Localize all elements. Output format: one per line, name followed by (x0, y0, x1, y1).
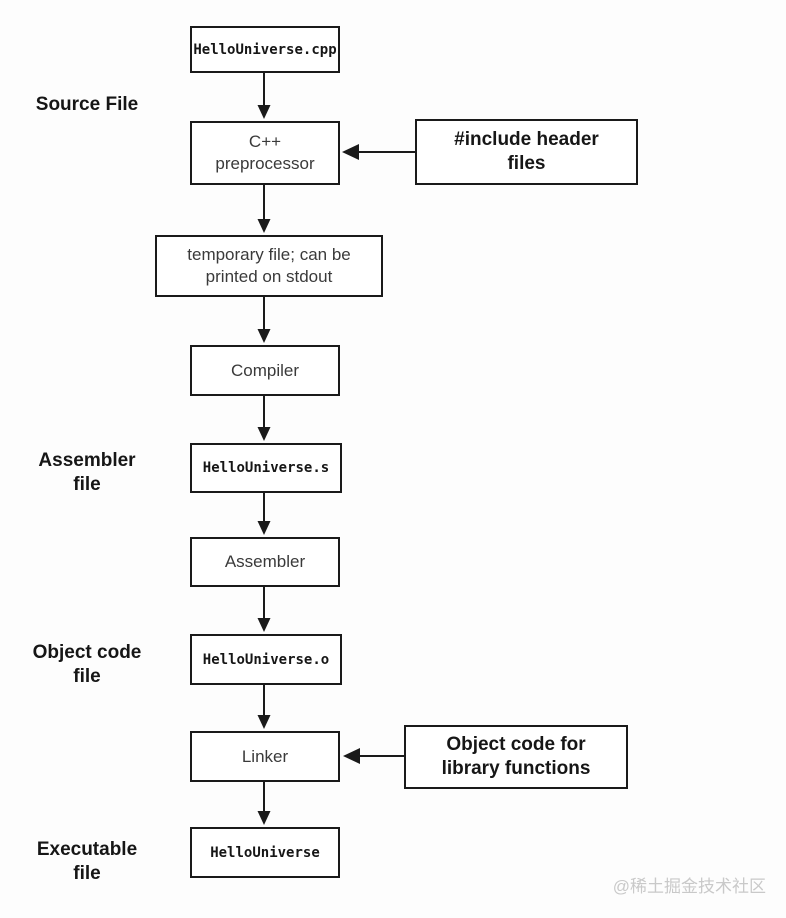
stage-label-executable-file: Executable file (7, 838, 167, 886)
node-preprocessor: C++ preprocessor (190, 121, 340, 185)
node-label-line1: temporary file; can be (187, 245, 351, 264)
node-source-code-file: HelloUniverse.cpp (190, 26, 340, 73)
stage-label-source-file: Source File (7, 93, 167, 117)
note-object-library: Object code for library functions (404, 725, 628, 789)
note-label-line2: files (507, 153, 546, 174)
note-include-headers: #include header files (415, 119, 638, 185)
node-temporary-file: temporary file; can be printed on stdout (155, 235, 383, 297)
stage-label-assembler-file: Assembler file (7, 449, 167, 497)
note-label-line1: Object code for (446, 734, 586, 755)
node-object-file: HelloUniverse.o (190, 634, 342, 685)
stage-label-line1: Source File (35, 94, 139, 115)
node-label-line1: C++ (248, 132, 282, 151)
watermark-text: @稀土掘金技术社区 (612, 877, 766, 896)
stage-label-line2: file (73, 666, 101, 687)
arrow-objfile-to-linker (257, 685, 271, 729)
node-label-line2: printed on stdout (205, 267, 333, 286)
arrow-asmfile-to-assembler (257, 493, 271, 535)
stage-label-line1: Assembler (38, 450, 136, 471)
note-label-line1: #include header (454, 129, 599, 150)
node-label: HelloUniverse.s (202, 460, 330, 476)
node-compiler: Compiler (190, 345, 340, 396)
node-label: Linker (241, 746, 289, 766)
node-assembler-output-file: HelloUniverse.s (190, 443, 342, 493)
node-label: HelloUniverse (210, 844, 320, 861)
stage-label-line1: Object code (32, 642, 142, 663)
stage-label-line2: file (73, 863, 101, 884)
node-label: Assembler (224, 552, 306, 571)
node-linker: Linker (190, 731, 340, 782)
node-label: HelloUniverse.cpp (193, 41, 337, 58)
node-label-line2: preprocessor (215, 154, 315, 173)
arrow-assembler-to-objfile (257, 587, 271, 632)
arrow-preprocessor-to-tempfile (257, 185, 271, 233)
node-label: HelloUniverse.o (202, 651, 330, 668)
arrow-tempfile-to-compiler (257, 297, 271, 343)
arrow-headers-to-preprocessor (342, 144, 415, 160)
arrow-compiler-to-asmfile (257, 396, 271, 441)
stage-label-object-code-file: Object code file (7, 641, 167, 689)
node-assembler: Assembler (190, 537, 340, 587)
node-executable: HelloUniverse (190, 827, 340, 878)
arrow-library-to-linker (343, 748, 404, 764)
note-label-line2: library functions (441, 758, 591, 779)
arrow-source-to-preprocessor (257, 73, 271, 119)
arrow-linker-to-executable (257, 782, 271, 825)
stage-label-line2: file (73, 474, 101, 495)
node-label: Compiler (230, 360, 300, 380)
stage-label-line1: Executable (36, 839, 138, 860)
